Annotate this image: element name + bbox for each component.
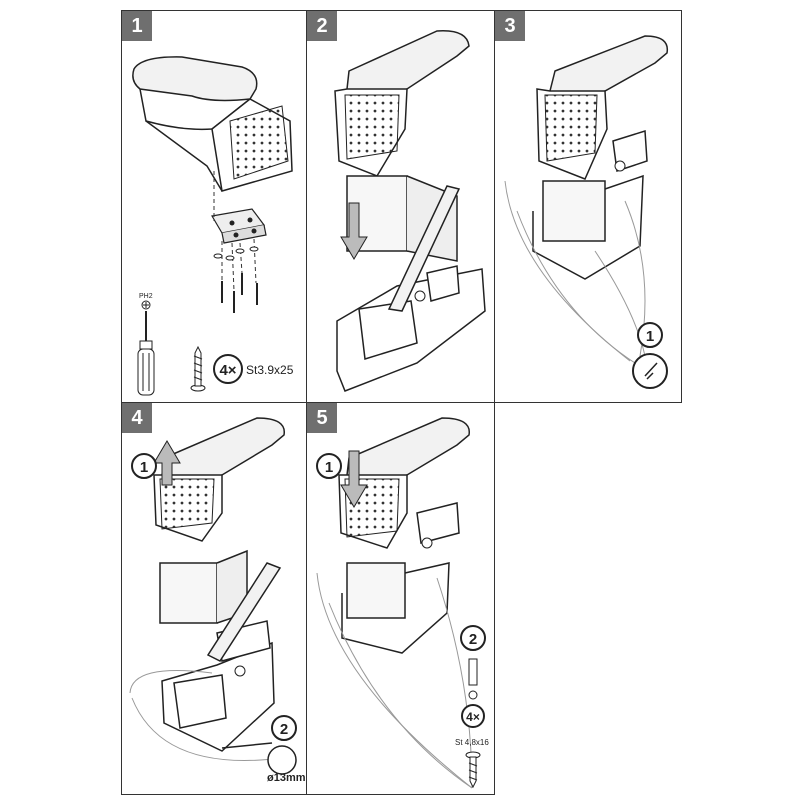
callout-2-number: 2 xyxy=(280,721,288,738)
step-1-badge: 1 xyxy=(122,11,152,41)
step-2-badge: 2 xyxy=(307,11,337,41)
callout-number: 1 xyxy=(646,328,654,345)
arrow-down-icon xyxy=(340,202,368,260)
bit-label: PH2 xyxy=(139,293,153,300)
step-5-illustration: 1 2 4× St 4,8x16 xyxy=(316,417,489,789)
step-3-illustration: 1 xyxy=(504,35,669,389)
step-3-panel: 3 1 xyxy=(494,10,682,403)
arrow-down-icon xyxy=(340,450,368,508)
drill-size: ø13mm xyxy=(267,772,306,784)
callout-1-circle xyxy=(316,453,342,479)
step-2-panel: 2 xyxy=(306,10,495,403)
callout-1-number: 1 xyxy=(140,459,148,476)
step-4-illustration: 1 2 ø13mm xyxy=(129,417,306,784)
screw-count: 4× xyxy=(219,362,236,379)
callout-circle xyxy=(637,322,663,348)
callout-1-circle xyxy=(131,453,157,479)
step-1-illustration: PH2 4× St3.9x25 xyxy=(132,56,294,396)
callout-2-circle xyxy=(271,715,297,741)
screw-spec: St3.9x25 xyxy=(246,363,294,377)
screw-icon xyxy=(190,345,206,392)
step-3-badge: 3 xyxy=(495,11,525,41)
step-5-panel: 5 1 2 4× St 4,8x16 xyxy=(306,402,495,795)
screwdriver-icon xyxy=(644,362,658,380)
bit-icon xyxy=(468,658,478,686)
arrow-up-icon xyxy=(153,440,181,486)
drill-icon xyxy=(267,745,297,775)
callout-1-number: 1 xyxy=(325,459,333,476)
screw-spec: St 4,8x16 xyxy=(455,738,489,747)
step-4-panel: 4 1 2 ø13mm xyxy=(121,402,307,795)
count-circle xyxy=(213,354,243,384)
screw-count: 4× xyxy=(466,710,480,724)
step-1-panel: 1 xyxy=(121,10,307,403)
step-2-illustration xyxy=(334,30,486,392)
step-5-badge: 5 xyxy=(307,403,337,433)
step-4-badge: 4 xyxy=(122,403,152,433)
callout-2-number: 2 xyxy=(469,631,477,648)
screw-icon xyxy=(465,751,481,789)
callout-2-circle xyxy=(460,625,486,651)
screwdriver-icon xyxy=(137,300,155,396)
count-circle xyxy=(461,704,485,728)
